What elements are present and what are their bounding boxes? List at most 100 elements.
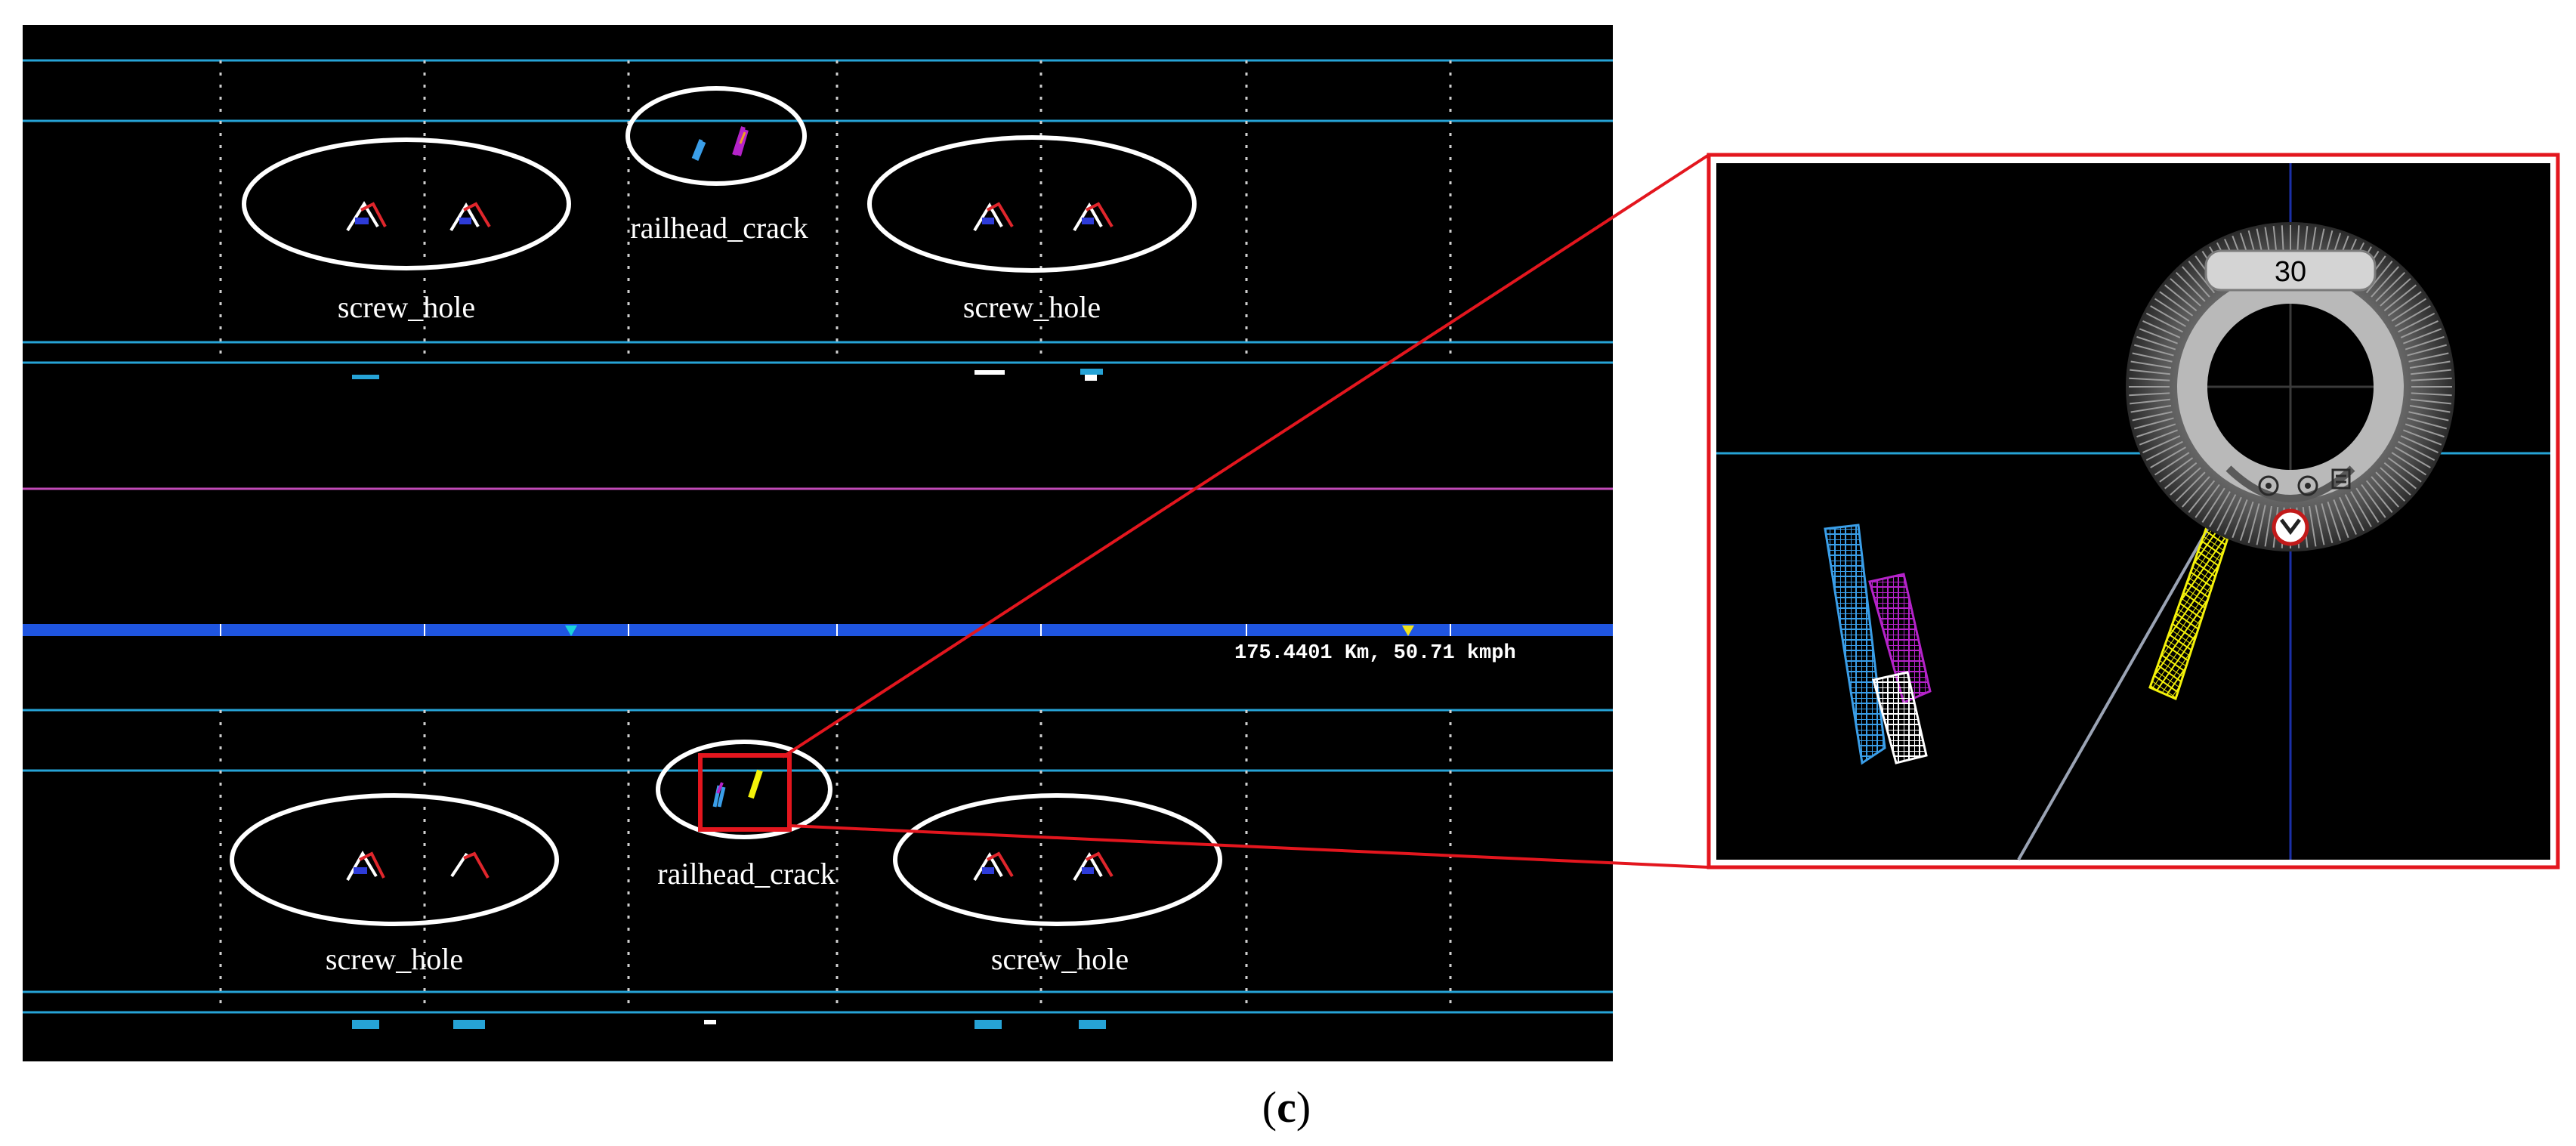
dial-tick (2411, 377, 2452, 381)
upper-screw-hole-echo-2 (449, 202, 491, 232)
dial-tick (2150, 446, 2186, 468)
dial-tick (2339, 496, 2357, 535)
dial-tick (2327, 501, 2342, 541)
dial-tick (2145, 440, 2183, 462)
lower-channel-lines (23, 709, 1613, 1014)
dial-tick (2264, 505, 2272, 547)
dial-tick (2154, 298, 2190, 322)
dial-tick (2387, 291, 2422, 317)
dial-tick (2175, 471, 2206, 502)
dial-tick (2398, 440, 2435, 462)
dial-tick (2164, 284, 2198, 312)
dial-tick (2350, 491, 2372, 527)
defect-label: screw_hole (963, 290, 1101, 324)
defect-label: screw_hole (326, 942, 463, 976)
dial-tick (2132, 411, 2173, 422)
dial-tick (2398, 312, 2435, 333)
dial-tick (2142, 320, 2181, 338)
dial-tick (2139, 429, 2178, 446)
dial-tick (2130, 398, 2170, 405)
dial-tick (2164, 462, 2198, 490)
dial-tick (2150, 305, 2186, 327)
dial-tick (2371, 476, 2399, 508)
dial-tick (2182, 476, 2210, 508)
dial-tick (2188, 480, 2216, 513)
zoom-connector-lines (781, 153, 1710, 869)
dial-tick (2134, 417, 2174, 430)
dial-tick (2411, 392, 2452, 397)
zoom-dial[interactable]: 30 (2126, 222, 2455, 551)
figure-caption: (c) (1262, 1083, 1311, 1132)
dial-tick (2408, 411, 2449, 422)
dial-tick (2139, 328, 2178, 344)
dial-tick (2411, 369, 2451, 375)
dial-tick (2216, 494, 2237, 532)
dial-tick (2182, 266, 2210, 298)
position-readout: 175.4401 Km, 50.71 kmph (1234, 642, 1516, 665)
dial-tick (2380, 278, 2411, 307)
defect-label: railhead_crack (630, 211, 808, 245)
marker-triangle-icon[interactable] (1402, 626, 1414, 636)
dial-tick (2188, 261, 2216, 294)
lower-screw-hole-echo-2 (450, 851, 490, 879)
dial-tick (2400, 320, 2439, 338)
dial-tick (2361, 483, 2386, 518)
dial-tick (2400, 435, 2439, 453)
dial-tick (2136, 335, 2176, 351)
dial-tick (2136, 423, 2176, 438)
dial-tick (2201, 487, 2225, 524)
dial-tick (2232, 499, 2248, 539)
dial-tick (2129, 392, 2170, 397)
dial-tick (2170, 278, 2201, 307)
dial-tick (2391, 452, 2427, 476)
annotation-ellipse (242, 137, 571, 270)
annotation-ellipse (625, 86, 807, 186)
upper-crack-echo (691, 126, 749, 161)
upper-channel-marks (352, 369, 1103, 381)
target-icon[interactable] (2297, 475, 2318, 496)
dial-tick (2333, 499, 2349, 539)
menu-icon[interactable] (2331, 468, 2351, 490)
dial-tick (2355, 487, 2380, 524)
dial-tick (2375, 471, 2406, 502)
lower-crack-echo (712, 769, 763, 808)
dial-value-box[interactable] (2204, 249, 2377, 292)
close-icon[interactable] (2272, 508, 2309, 546)
crosshair-icon (2207, 304, 2374, 470)
dial-tick (2132, 352, 2173, 363)
lower-channel-marks (352, 1020, 1106, 1029)
upper-channel-lines (23, 59, 1613, 364)
target-icon[interactable] (2258, 475, 2279, 496)
dial-tick (2387, 457, 2422, 483)
defect-label: screw_hole (991, 942, 1129, 976)
position-bar[interactable] (23, 624, 1613, 636)
upper-screw-hole-echo-1 (346, 201, 387, 232)
dial-tick (2391, 298, 2427, 322)
dial-tick (2209, 491, 2231, 527)
upper-screw-hole-echo-4 (1073, 202, 1113, 232)
zoom-inset-view (1716, 163, 2550, 860)
dial-tick (2409, 405, 2451, 413)
dotted-grid (219, 60, 1452, 1012)
bscan-background (23, 25, 1613, 1061)
dial-tick (2408, 352, 2449, 363)
marker-triangle-icon[interactable] (565, 626, 577, 636)
zoom-selection-box[interactable] (698, 753, 792, 832)
dial-tick (2383, 284, 2417, 312)
dial-tick (2145, 312, 2183, 333)
dial-tick (2170, 467, 2201, 496)
annotation-ellipse (893, 793, 1222, 926)
dial-tick (2411, 398, 2451, 405)
annotation-ellipse (230, 793, 559, 926)
dial-tick (2130, 360, 2172, 369)
dial-value: 30 (2275, 256, 2306, 288)
dial-tick (2239, 501, 2254, 541)
dial-tick (2365, 480, 2393, 513)
dial-tick (2380, 467, 2411, 496)
dial-tick (2405, 335, 2445, 351)
dial-tick (2130, 369, 2170, 375)
annotation-ellipse (867, 135, 1197, 273)
dial-tick (2175, 271, 2206, 302)
dial-tick (2395, 446, 2431, 468)
dial-tick (2247, 503, 2260, 543)
